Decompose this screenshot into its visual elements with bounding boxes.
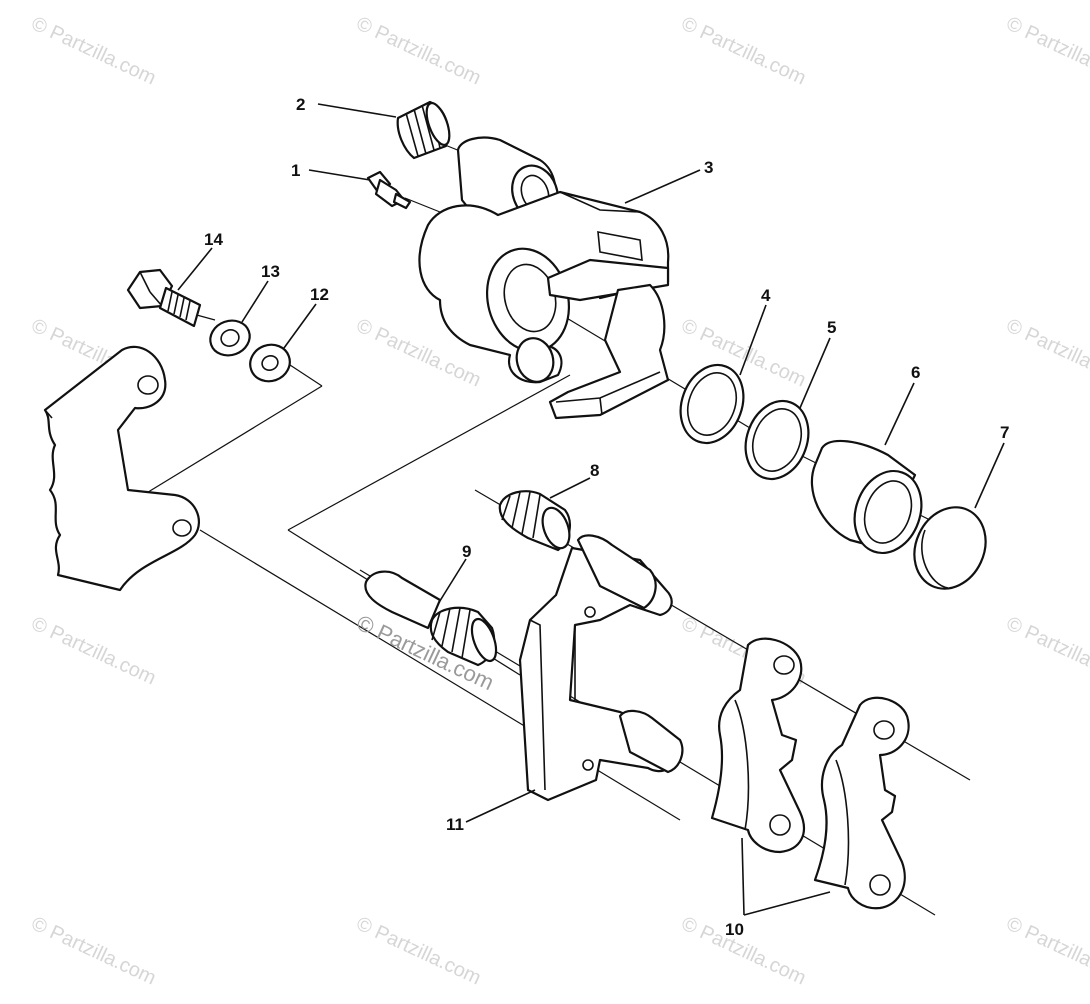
watermark: © Partzilla.com [28,913,159,990]
watermark: © Partzilla.com [1003,13,1090,90]
mounting-bracket [43,345,201,592]
watermark: © Partzilla.com [1003,913,1090,990]
callout-2: 2 [296,95,305,114]
callout-8: 8 [590,461,599,480]
part-5-dust-seal [744,399,810,481]
watermark: © Partzilla.com [1003,613,1090,690]
watermark: © Partzilla.com [1003,315,1090,392]
part-7-piston-cap [913,506,987,590]
watermark: © Partzilla.com [28,613,159,690]
callout-13: 13 [261,262,280,281]
callout-7: 7 [1000,423,1009,442]
part-11-caliper-bracket [518,534,684,802]
callout-6: 6 [911,363,920,382]
callout-14: 14 [204,230,223,249]
part-3-caliper-body [418,136,670,420]
part-2-bleeder-plug [396,100,451,160]
leader-lines [177,103,1005,916]
watermark: © Partzilla.com [353,13,484,90]
callout-9: 9 [462,542,471,561]
watermark: © Partzilla.com [678,13,809,90]
callout-10: 10 [725,920,744,939]
part-13-lock-washer [209,319,251,357]
part-10-brake-pad-outer [813,696,910,910]
watermark: © Partzilla.com [28,13,159,90]
callout-3: 3 [704,158,713,177]
part-9-slide-pin [364,570,498,667]
callout-12: 12 [310,285,329,304]
part-1-bleed-valve [366,170,412,210]
callout-labels: 2 1 3 14 13 12 4 5 6 7 8 9 11 10 [204,95,1009,939]
callout-1: 1 [291,161,300,180]
part-8-boot [498,490,571,552]
part-4-piston-seal [679,363,745,445]
part-14-hex-bolt [126,268,202,328]
part-12-flat-washer [249,343,291,383]
callout-4: 4 [761,286,771,305]
part-6-piston [810,439,923,555]
callout-5: 5 [827,318,836,337]
part-10-brake-pad-inner [710,637,806,854]
watermark: © Partzilla.com [353,913,484,990]
callout-11: 11 [446,815,464,834]
